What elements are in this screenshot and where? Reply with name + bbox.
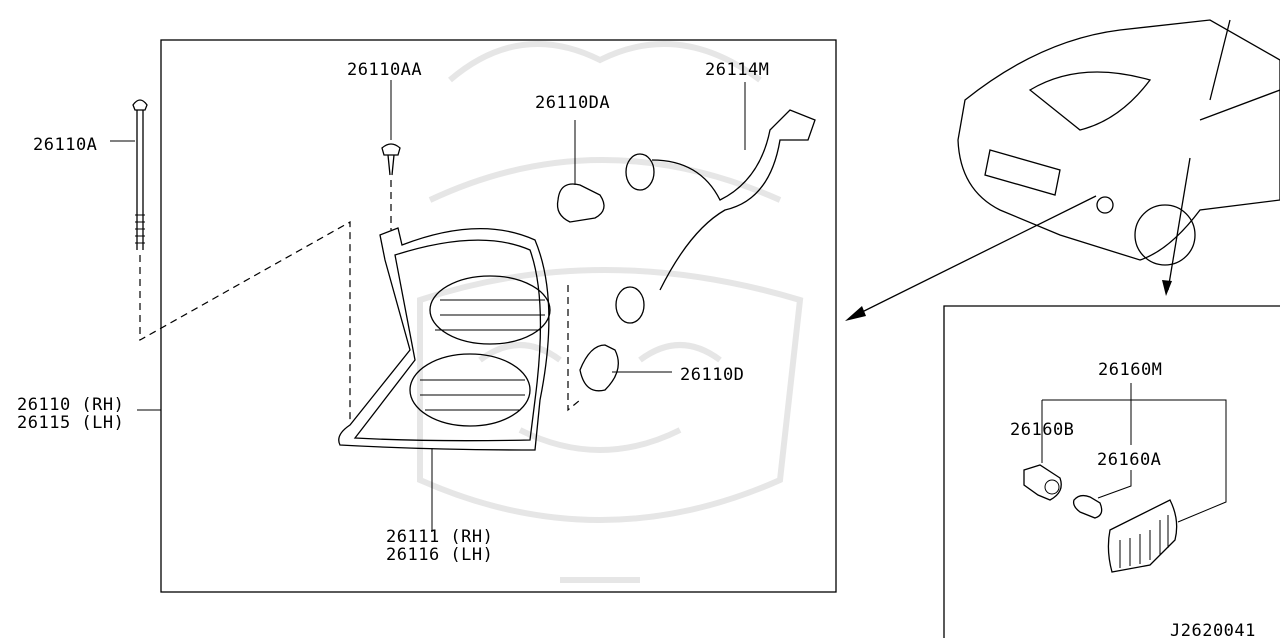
label-lamp-assy-rh: 26110 (RH) — [17, 395, 124, 415]
harness-part — [615, 82, 816, 324]
vehicle-illustration — [845, 19, 1280, 321]
side-marker-parts — [1023, 383, 1227, 573]
label-bolt: 26110A — [33, 135, 97, 155]
main-frame — [160, 39, 837, 593]
bulb-upper-part — [556, 120, 605, 223]
inset-frame — [943, 305, 1280, 638]
label-lens-rh: 26111 (RH) — [386, 527, 493, 547]
screw-part — [381, 80, 401, 230]
label-lamp-assy-lh: 26115 (LH) — [17, 413, 124, 433]
label-side-bulb: 26160A — [1097, 450, 1161, 470]
bulb-lower-part — [567, 285, 672, 412]
diagram-id: J2620041 — [1170, 621, 1256, 638]
label-side-marker: 26160M — [1098, 360, 1162, 380]
label-lens-lh: 26116 (LH) — [386, 545, 493, 565]
bolt-part — [110, 99, 351, 420]
label-bulb-upper: 26110DA — [535, 93, 610, 113]
lamp-assembly-part — [137, 227, 551, 532]
label-screw: 26110AA — [347, 60, 422, 80]
label-side-socket: 26160B — [1010, 420, 1074, 440]
label-harness: 26114M — [705, 60, 769, 80]
watermark-logo — [417, 41, 804, 583]
label-bulb-lower: 26110D — [680, 365, 744, 385]
